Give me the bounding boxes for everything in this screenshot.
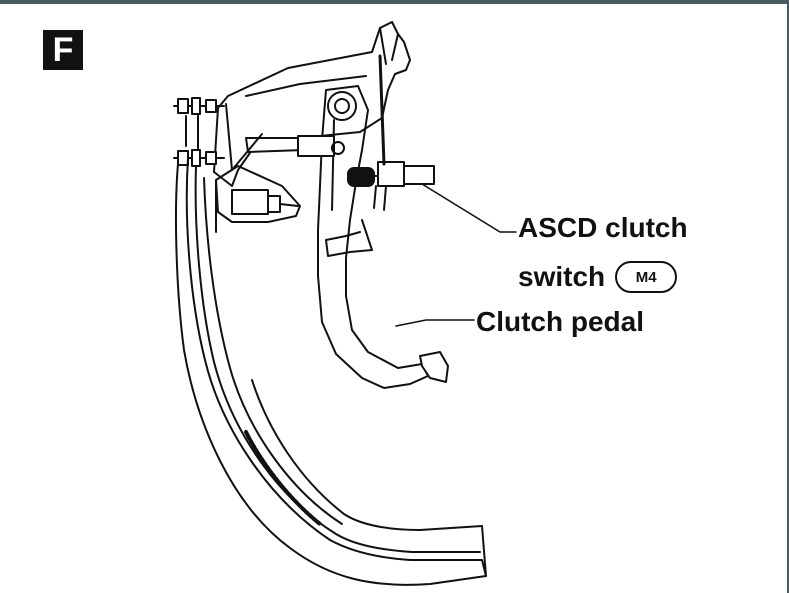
push-rod: [231, 133, 345, 171]
top-border: [0, 0, 789, 4]
ascd-clutch-switch-label-line1: ASCD clutch: [518, 212, 688, 243]
right-border: [787, 0, 789, 593]
switch-label-text: switch: [518, 261, 606, 292]
view-letter-badge: F: [43, 30, 83, 70]
mounting-studs: [173, 97, 225, 167]
connector-code-badge: M4: [615, 261, 678, 293]
lower-bracket: [215, 165, 301, 233]
foot-pad: [419, 351, 449, 383]
pedal-arm: [317, 85, 429, 389]
dash-panel: [175, 157, 487, 586]
ascd-switch-assembly: [347, 54, 435, 211]
leader-lines: [395, 183, 517, 327]
ascd-clutch-switch-label-line2: switch M4: [518, 261, 678, 293]
clutch-pedal-label: Clutch pedal: [476, 306, 645, 337]
